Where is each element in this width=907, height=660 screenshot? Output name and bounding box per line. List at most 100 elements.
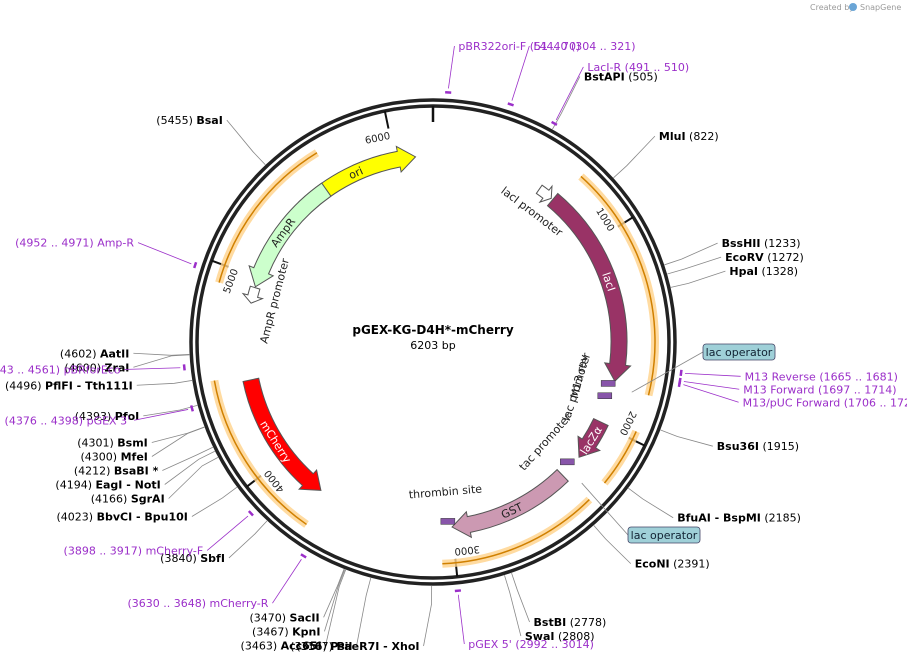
enzyme-label-psii: (3356) PsiI (290, 640, 352, 653)
enzyme-name: MluI (659, 130, 686, 143)
primer-label-m13-reverse: M13 Reverse (1665 .. 1681) (745, 370, 898, 383)
enzyme-leader-bsmi (151, 426, 205, 443)
enzyme-leader-pflfi-tth111i (136, 380, 193, 386)
primer-mark-laci-r (550, 120, 558, 126)
lac-operator-box-0 (702, 343, 776, 361)
primer-label-l4440: L4440 (304 .. 321) (533, 40, 635, 53)
enzyme-leader-hpai (670, 270, 726, 288)
enzyme-label-sbfi: (3840) SbfI (160, 552, 225, 565)
lac-operator-leader-1 (581, 482, 629, 536)
enzyme-position: (4602) (60, 347, 97, 360)
enzyme-leader-ecorv (667, 256, 722, 275)
enzyme-label-aatii: (4602) AatII (60, 347, 129, 360)
enzyme-position: (1233) (764, 237, 801, 250)
primer-leader-l4440 (511, 45, 530, 101)
enzyme-leader-aatii (133, 352, 190, 356)
primer-name: M13 Forward (743, 383, 814, 396)
enzyme-position: (1915) (762, 440, 799, 453)
feature-ampr-promoter (241, 285, 265, 304)
enzyme-name: BstAPI (584, 70, 625, 83)
enzyme-position: (3463) (241, 639, 278, 652)
enzyme-name: MfeI (121, 450, 148, 463)
enzyme-name: KpnI (292, 625, 320, 638)
map-center-label: pGEX-KG-D4H*-mCherry 6203 bp (352, 323, 513, 352)
enzyme-label-paer7i-xhoi: (3107) PaeR7I - XhoI (296, 640, 419, 653)
orf-line-0 (580, 175, 656, 396)
primer-name: M13 Reverse (745, 370, 816, 383)
enzyme-position: (4212) (74, 464, 111, 477)
small-feature-lac-promoter (597, 392, 613, 399)
enzyme-label-bsshii: BssHII (1233) (722, 237, 801, 250)
enzyme-position: (2185) (764, 512, 801, 525)
credit-prefix: Created by (810, 3, 854, 12)
primer-leader-pgex-3 (134, 409, 189, 421)
primer-range: (491 .. 510) (625, 61, 690, 74)
primer-name: L4440 (533, 40, 567, 53)
primer-range: (1706 .. 1728) (844, 396, 907, 409)
enzyme-label-hpai: HpaI (1328) (729, 265, 798, 278)
enzyme-position: (2778) (570, 616, 607, 629)
enzyme-name: EcoRV (725, 251, 764, 264)
snapgene-logo-icon (849, 3, 857, 11)
small-label-lac-promoter: lac promoter (560, 351, 594, 423)
small-feature-thrombin-site (440, 518, 456, 525)
primer-range: (4543 .. 4561) (0, 363, 60, 376)
primer-range: (304 .. 321) (571, 40, 636, 53)
enzyme-position: (2391) (673, 558, 710, 571)
enzyme-name: BsmI (117, 436, 148, 449)
enzyme-position: (1272) (767, 251, 804, 264)
primer-name: pBR322ori-F (458, 40, 526, 53)
primer-name: Amp-R (97, 237, 134, 250)
primer-mark-l4440 (507, 102, 514, 107)
enzyme-label-bfuai-bspmi: BfuAI - BspMI (2185) (677, 512, 801, 525)
enzyme-position: (4300) (81, 450, 118, 463)
enzyme-name: PfoI (115, 410, 140, 423)
primer-label-mcherry-r: (3630 .. 3648) mCherry-R (127, 597, 268, 610)
enzyme-name: BbvCI - Bpu10I (97, 511, 188, 524)
tick-label-3000: 3000 (454, 543, 480, 557)
enzyme-name: AatII (100, 347, 129, 360)
primer-name: M13/pUC Forward (743, 396, 841, 409)
feature-laci-promoter (535, 184, 553, 204)
primer-range: (3898 .. 3917) (64, 544, 143, 557)
feature-mcherry (242, 377, 322, 491)
enzyme-label-mlui: MluI (822) (659, 130, 719, 143)
orf-band-1 (601, 429, 640, 486)
enzyme-leader-mlui (613, 135, 656, 179)
enzyme-label-acc65i: (3463) Acc65I (241, 639, 322, 652)
enzyme-label-bsmi: (4301) BsmI (77, 436, 148, 449)
enzyme-position: (3840) (160, 552, 197, 565)
enzyme-label-bstbi: BstBI (2778) (534, 616, 607, 629)
enzyme-name: HpaI (729, 265, 758, 278)
enzyme-label-bbvci-bpu10i: (4023) BbvCI - Bpu10I (57, 511, 188, 524)
primer-range: (3630 .. 3648) (127, 597, 206, 610)
enzyme-leader-bsshii (664, 242, 718, 266)
plasmid-length: 6203 bp (410, 339, 455, 352)
enzyme-position: (4194) (55, 478, 92, 491)
enzyme-position: (5455) (156, 114, 193, 127)
primer-leader-laci-r (555, 66, 584, 121)
primer-label-pbr322ori-f: pBR322ori-F (51 .. 70) (458, 40, 580, 53)
enzyme-position: (2808) (558, 630, 595, 643)
orf-arcs (210, 149, 659, 568)
primer-leader-amp-r (137, 242, 192, 265)
enzyme-label-swai: SwaI (2808) (525, 630, 595, 643)
enzyme-leader-bstapi (552, 76, 581, 130)
primer-label-amp-r: (4952 .. 4971) Amp-R (15, 237, 134, 250)
enzyme-label-sgrai: (4166) SgrAI (91, 492, 165, 505)
primer-leader-m13-puc-forward (683, 384, 739, 403)
primer-name: mCherry-R (210, 597, 269, 610)
primer-name: pGEX 3' (87, 414, 131, 427)
primer-label-m13-puc-forward: M13/pUC Forward (1706 .. 1728) (743, 396, 907, 409)
primer-range: (51 .. 70) (530, 40, 581, 53)
lac-operator-leader-0 (631, 351, 704, 393)
primer-leader-pbrforeco (124, 367, 181, 370)
outer-ring (189, 98, 677, 586)
feature-lacz (577, 417, 609, 458)
primer-label-pgex-5: pGEX 5' (2992 .. 3014) (468, 638, 594, 651)
restriction-sites: BstAPI (505)MluI (822)BssHII (1233)EcoRV… (5, 70, 804, 653)
enzyme-leader-eagi-noti (164, 450, 215, 485)
enzyme-name: PsiI (330, 640, 352, 653)
lac-operator-box-1 (627, 526, 701, 544)
enzyme-name: SacII (290, 611, 320, 624)
